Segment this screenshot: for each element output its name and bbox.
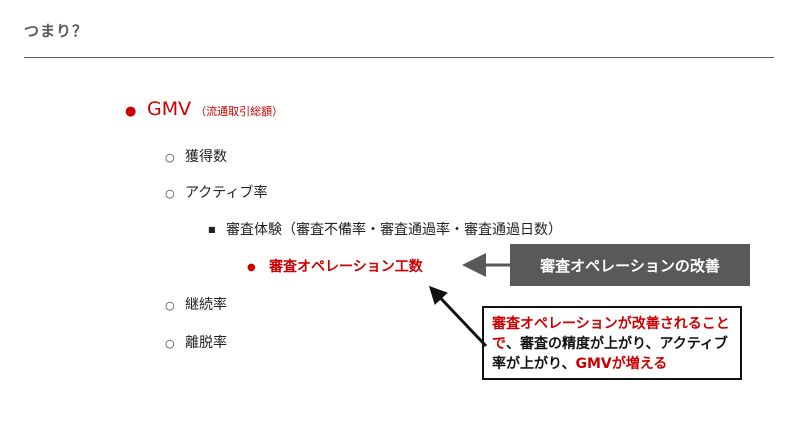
- disc-bullet-icon: ●: [125, 104, 137, 119]
- note-arrow: [428, 285, 488, 348]
- review-experience-label: 審査体験（審査不備率・審査通過率・審査通過日数）: [226, 222, 562, 238]
- improvement-tag-label: 審査オペレーションの改善: [540, 256, 720, 275]
- bullet-review-experience: ■ 審査体験（審査不備率・審査通過率・審査通過日数）: [208, 219, 562, 239]
- note-highlight-1: 審査オペレーションが改善されるこ: [492, 316, 716, 332]
- square-bullet-icon: ■: [208, 225, 216, 234]
- circle-bullet-icon: ○: [165, 187, 175, 200]
- bullet-retention: ○ 継続率: [165, 294, 227, 314]
- bullet-review-operation: ● 審査オペレーション工数: [247, 256, 423, 276]
- note-body: 、審査の精度が上がり、アクティブ率が上がり、: [492, 336, 728, 372]
- churn-label: 離脱率: [185, 335, 227, 351]
- acquisition-label: 獲得数: [185, 149, 227, 165]
- active-rate-label: アクティブ率: [185, 185, 268, 201]
- retention-label: 継続率: [185, 297, 227, 313]
- note-highlight-3: GMVが増える: [575, 356, 668, 372]
- slide-title: つまり？: [24, 22, 89, 40]
- improvement-tag: 審査オペレーションの改善: [510, 244, 750, 286]
- review-operation-label: 審査オペレーション工数: [269, 259, 423, 275]
- disc-bullet-icon: ●: [247, 262, 256, 273]
- note-highlight-2: とで: [492, 316, 730, 352]
- gmv-label: GMV: [147, 98, 192, 120]
- circle-bullet-icon: ○: [165, 299, 175, 312]
- bullet-churn: ○ 離脱率: [165, 332, 227, 352]
- bullet-gmv: ● GMV （流通取引総額）: [125, 98, 283, 120]
- title-divider: [24, 57, 774, 58]
- gmv-sub-label: （流通取引総額）: [195, 105, 284, 118]
- bullet-acquisition: ○ 獲得数: [165, 146, 227, 166]
- circle-bullet-icon: ○: [165, 151, 175, 164]
- explanation-note: 審査オペレーションが改善されることで、審査の精度が上がり、アクティブ率が上がり、…: [482, 306, 742, 380]
- bullet-active-rate: ○ アクティブ率: [165, 182, 267, 202]
- circle-bullet-icon: ○: [165, 337, 175, 350]
